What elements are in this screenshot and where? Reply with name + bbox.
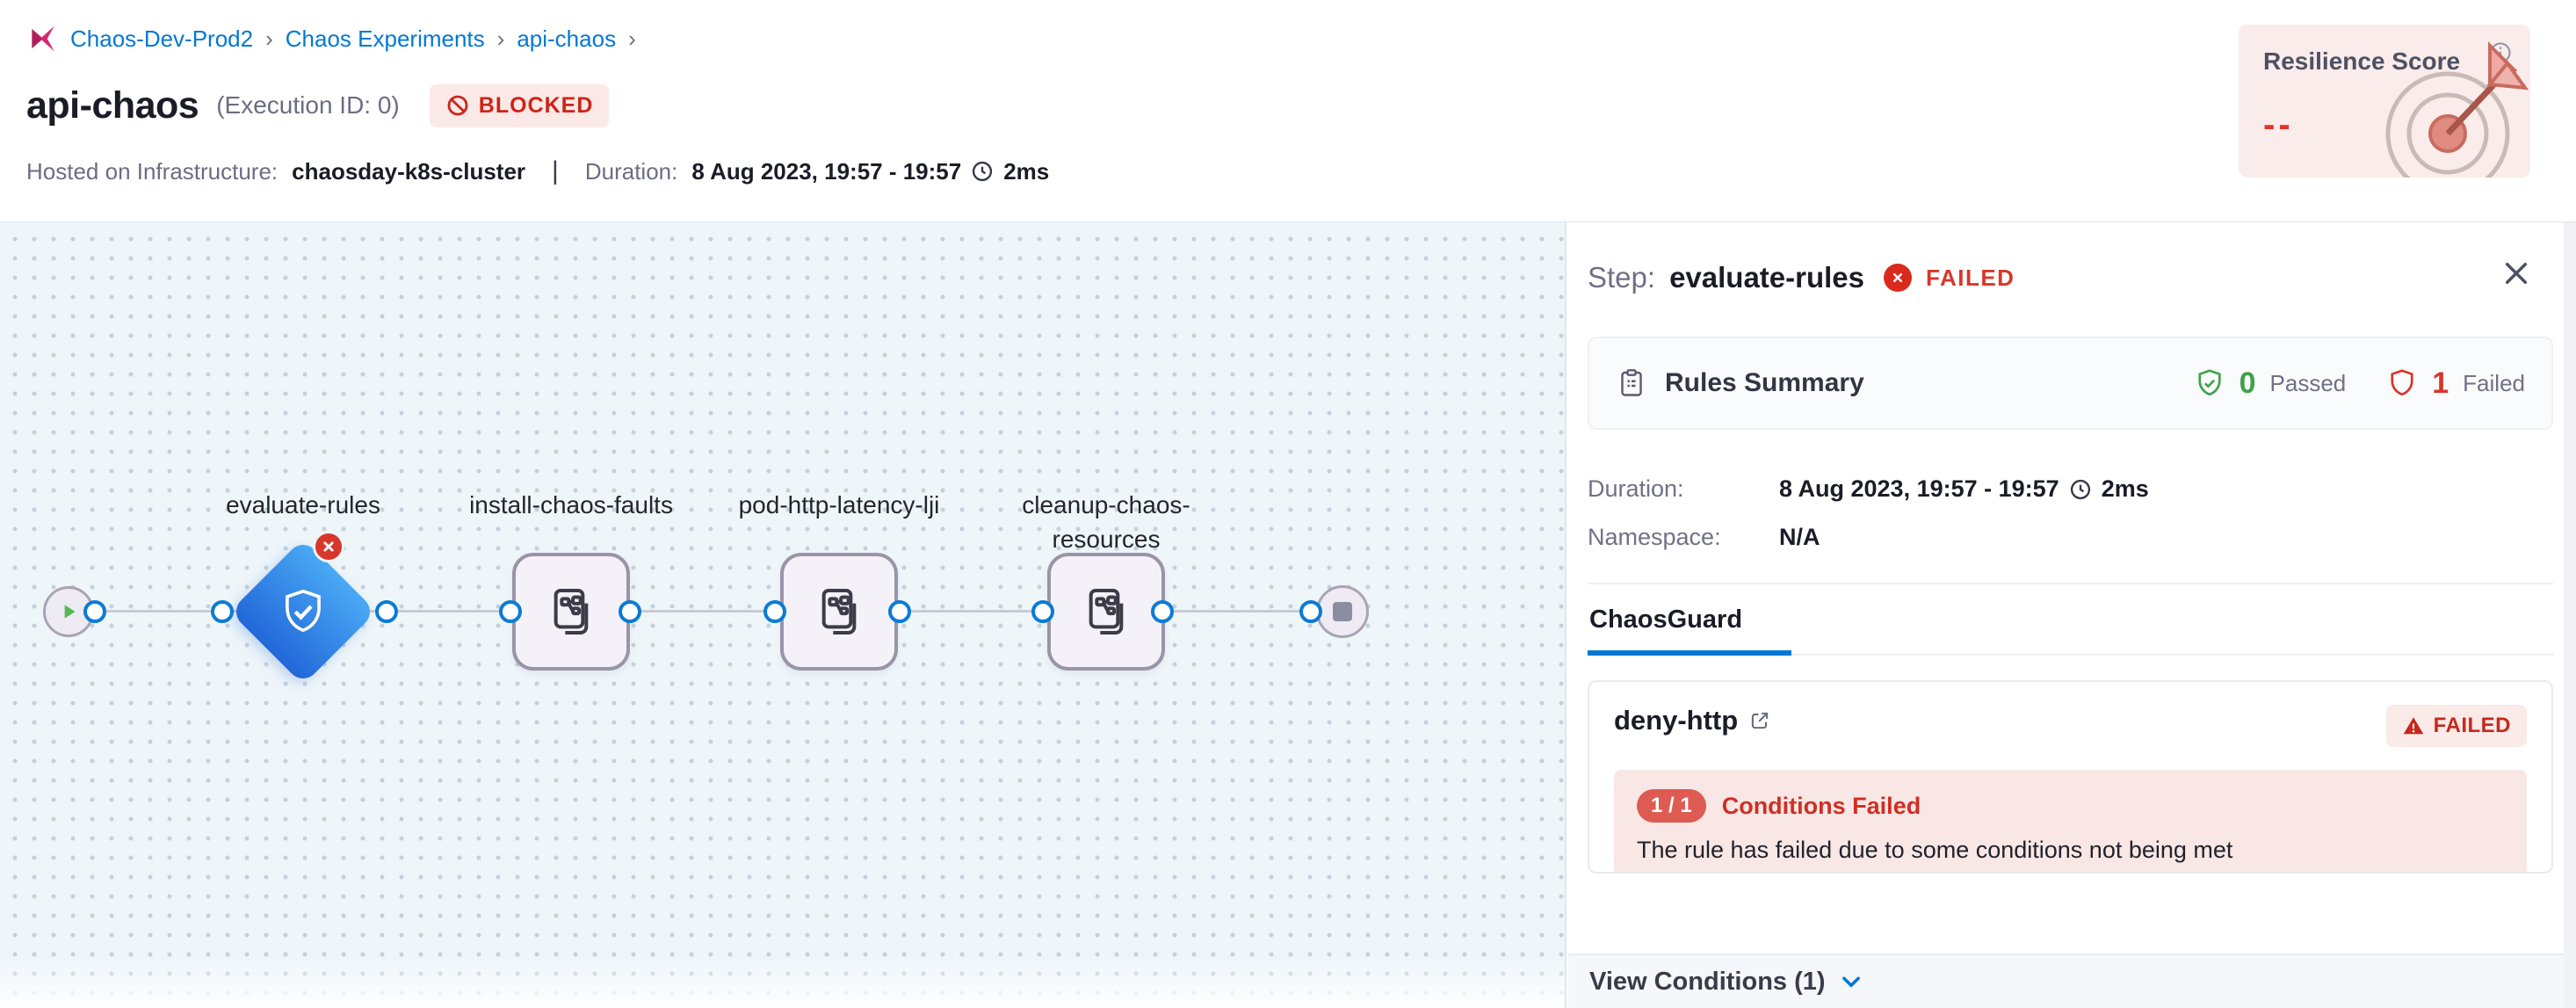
conditions-failed-title: Conditions Failed bbox=[1721, 792, 1921, 819]
step-template-icon bbox=[811, 584, 867, 640]
node-label: cleanup-chaos-resources bbox=[1022, 491, 1190, 554]
rule-status-badge: FAILED bbox=[2385, 705, 2527, 747]
clipboard-icon bbox=[1616, 367, 1647, 399]
node-port[interactable] bbox=[1151, 600, 1174, 623]
node-port[interactable] bbox=[211, 600, 234, 623]
external-link-icon[interactable] bbox=[1748, 709, 1771, 732]
step-status-label: FAILED bbox=[1926, 264, 2015, 291]
play-icon bbox=[57, 600, 80, 623]
node-error-badge bbox=[313, 531, 344, 562]
node-pod-http-latency[interactable] bbox=[780, 553, 898, 671]
failed-label: Failed bbox=[2463, 369, 2525, 396]
view-conditions-link[interactable]: View Conditions (1) bbox=[1589, 967, 1826, 996]
step-label: Step: bbox=[1588, 261, 1656, 294]
divider bbox=[1588, 583, 2553, 584]
node-port[interactable] bbox=[375, 600, 398, 623]
step-name: evaluate-rules bbox=[1669, 261, 1865, 294]
shield-passed-icon bbox=[2194, 367, 2225, 399]
node-evaluate-rules[interactable] bbox=[229, 538, 377, 685]
panel-tabs: ChaosGuard bbox=[1588, 606, 2553, 656]
node-label: install-chaos-faults bbox=[469, 491, 673, 519]
chevron-down-icon[interactable] bbox=[1838, 968, 1864, 995]
node-install-chaos-faults[interactable] bbox=[512, 553, 630, 671]
step-template-icon bbox=[1078, 584, 1134, 640]
node-port[interactable] bbox=[1299, 600, 1322, 623]
namespace-value: N/A bbox=[1779, 524, 1820, 550]
node-port[interactable] bbox=[499, 600, 522, 623]
chaos-logo-icon bbox=[26, 22, 60, 55]
node-cleanup-chaos-resources[interactable] bbox=[1047, 553, 1165, 671]
page-title: api-chaos bbox=[26, 83, 199, 127]
rules-summary-card: Rules Summary 0 Passed 1 Failed bbox=[1588, 337, 2553, 430]
node-port[interactable] bbox=[763, 600, 786, 623]
node-port[interactable] bbox=[83, 600, 106, 623]
tab-chaosguard[interactable]: ChaosGuard bbox=[1588, 606, 1792, 656]
passed-label: Passed bbox=[2269, 369, 2347, 396]
node-port[interactable] bbox=[888, 600, 911, 623]
status-badge: BLOCKED bbox=[429, 83, 610, 127]
duration-ms: 2ms bbox=[1003, 157, 1050, 185]
resilience-score-card: Resilience Score -- bbox=[2239, 25, 2530, 178]
node-port[interactable] bbox=[619, 600, 641, 623]
pipeline-canvas[interactable]: evaluate-rules install-chaos-faults pod-… bbox=[0, 222, 1565, 1008]
panel-scrollbar[interactable] bbox=[2564, 222, 2576, 1008]
node-label: evaluate-rules bbox=[226, 491, 380, 519]
panel-duration-value: 8 Aug 2023, 19:57 - 19:57 bbox=[1779, 475, 2059, 502]
pipeline-edge bbox=[95, 610, 1311, 613]
rules-summary-title: Rules Summary bbox=[1665, 368, 1864, 397]
step-failed-icon bbox=[1884, 264, 1913, 292]
clock-icon bbox=[2068, 477, 2093, 502]
pipeline-end-node[interactable] bbox=[1316, 585, 1369, 638]
close-icon[interactable] bbox=[2499, 256, 2534, 291]
node-port[interactable] bbox=[1031, 600, 1054, 623]
conditions-failed-alert: 1 / 1 Conditions Failed The rule has fai… bbox=[1614, 770, 2527, 872]
breadcrumb-separator: › bbox=[496, 25, 505, 52]
shield-failed-icon bbox=[2386, 367, 2418, 399]
hosted-on-label: Hosted on Infrastructure: bbox=[26, 157, 279, 185]
infrastructure-name: chaosday-k8s-cluster bbox=[292, 157, 526, 185]
breadcrumb-experiments-link[interactable]: Chaos Experiments bbox=[285, 25, 485, 52]
breadcrumb-separator: › bbox=[628, 25, 636, 52]
shield-check-icon bbox=[276, 584, 330, 639]
warning-triangle-icon bbox=[2402, 714, 2425, 737]
step-details-panel: Step: evaluate-rules FAILED bbox=[1565, 222, 2576, 1008]
failed-count: 1 bbox=[2432, 366, 2449, 400]
blocked-icon bbox=[445, 93, 470, 118]
resilience-score-value: -- bbox=[2263, 105, 2294, 144]
passed-count: 0 bbox=[2239, 366, 2256, 400]
duration-label: Duration: bbox=[584, 157, 678, 185]
stop-icon bbox=[1333, 602, 1352, 621]
page-header: Chaos-Dev-Prod2 › Chaos Experiments › ap… bbox=[0, 0, 2576, 222]
node-label: pod-http-latency-lji bbox=[738, 491, 940, 519]
meta-separator: | bbox=[552, 156, 559, 185]
conditions-count-pill: 1 / 1 bbox=[1637, 789, 1706, 823]
namespace-label: Namespace: bbox=[1588, 524, 1721, 550]
execution-id-label: (Execution ID: 0) bbox=[216, 91, 400, 119]
clock-icon bbox=[970, 159, 995, 184]
rule-card-deny-http: deny-http bbox=[1588, 680, 2553, 874]
step-template-icon bbox=[543, 584, 599, 640]
panel-duration-ms: 2ms bbox=[2101, 475, 2149, 502]
breadcrumb-separator: › bbox=[265, 25, 273, 52]
panel-duration-label: Duration: bbox=[1588, 475, 1684, 502]
conditions-failed-message: The rule has failed due to some conditio… bbox=[1637, 837, 2233, 863]
status-badge-label: BLOCKED bbox=[478, 92, 594, 118]
view-conditions-footer: View Conditions (1) bbox=[1568, 954, 2564, 1008]
breadcrumb: Chaos-Dev-Prod2 › Chaos Experiments › ap… bbox=[26, 21, 2576, 56]
breadcrumb-project-link[interactable]: Chaos-Dev-Prod2 bbox=[70, 25, 254, 52]
resilience-score-title: Resilience Score bbox=[2263, 47, 2461, 75]
rule-name: deny-http bbox=[1614, 705, 1739, 736]
duration-value: 8 Aug 2023, 19:57 - 19:57 bbox=[691, 157, 962, 185]
rule-status-label: FAILED bbox=[2433, 714, 2511, 737]
breadcrumb-experiment-link[interactable]: api-chaos bbox=[517, 25, 617, 52]
target-illustration bbox=[2367, 32, 2530, 178]
